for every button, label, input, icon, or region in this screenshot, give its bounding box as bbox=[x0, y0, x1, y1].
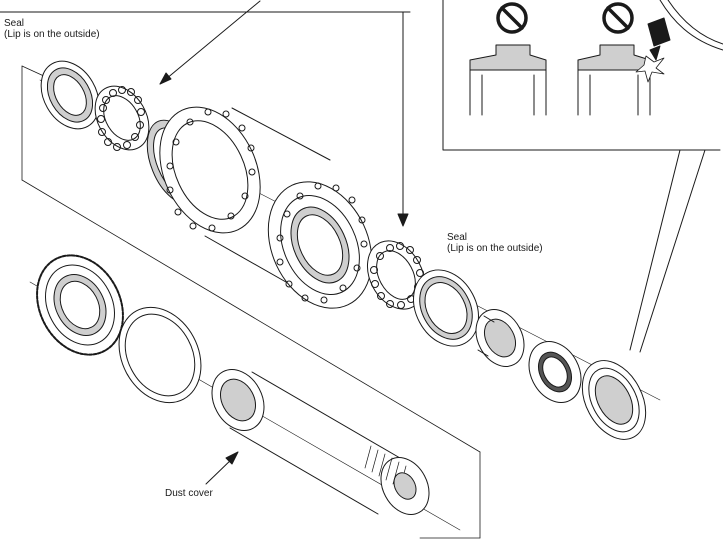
right-seal-title: Seal bbox=[447, 232, 468, 243]
left-bearing bbox=[94, 85, 150, 151]
top-leader-frame bbox=[0, 0, 411, 227]
dust-cover-label: Dust cover bbox=[165, 488, 213, 499]
inset-callout bbox=[442, 0, 723, 353]
hammer-icon bbox=[647, 0, 723, 61]
right-seal-label: Seal (Lip is on the outside) bbox=[447, 232, 543, 254]
prohibition-icon bbox=[496, 2, 528, 34]
cone bbox=[475, 309, 525, 367]
prohibition-icon-2 bbox=[602, 2, 634, 34]
lock-nut bbox=[528, 341, 582, 403]
freehub-axle bbox=[211, 369, 430, 515]
left-seal-label: Seal (Lip is on the outside) bbox=[4, 18, 100, 40]
right-seal bbox=[413, 269, 479, 347]
inset-part-left bbox=[469, 44, 547, 116]
left-seal bbox=[40, 60, 100, 130]
left-seal-title: Seal bbox=[4, 18, 25, 29]
right-dust-cap bbox=[581, 360, 647, 440]
dust-cover-arrow bbox=[225, 451, 239, 465]
cassette-lock-ring bbox=[36, 254, 124, 356]
right-seal-note: (Lip is on the outside) bbox=[447, 243, 543, 254]
inset-part-right bbox=[577, 44, 665, 116]
spacer-washer bbox=[118, 306, 202, 404]
left-seal-note: (Lip is on the outside) bbox=[4, 29, 100, 40]
right-bearing bbox=[366, 240, 426, 310]
hub-shell bbox=[146, 106, 373, 309]
